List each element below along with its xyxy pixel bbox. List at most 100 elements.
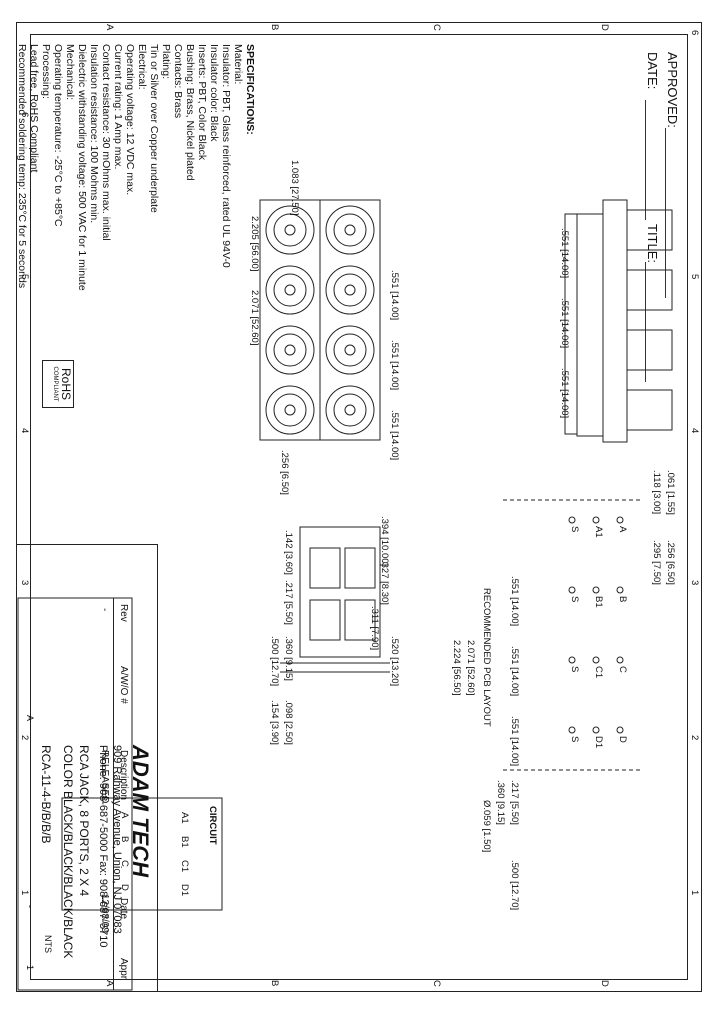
- pin-label: A: [617, 526, 628, 533]
- pcb-dim-9: .551 [14.00]: [509, 716, 520, 767]
- company-address: 909 Rahway Avenue, Union, NJ 07083: [111, 745, 123, 934]
- pcb-dim-6: 2.224 [56.50]: [451, 640, 462, 696]
- pcb-dim-7: .551 [14.00]: [509, 576, 520, 627]
- pin-label: S: [569, 526, 580, 533]
- side-dim-2: .327 [8.30]: [379, 560, 390, 605]
- front-dim-pitch-3: .551 [14.00]: [389, 410, 400, 461]
- side-dim-7: .500 [12.70]: [269, 636, 280, 687]
- side-dim-9: .098 [2.50]: [283, 700, 294, 745]
- front-dim-pitch-1: .551 [14.00]: [389, 270, 400, 321]
- jack-center: [284, 344, 296, 356]
- pin-label: D: [617, 736, 628, 743]
- pcb-dim-11: .360 [9.15]: [495, 780, 506, 825]
- pcb-dim-10: .217 [5.50]: [509, 780, 520, 825]
- pcb-layout: [500, 499, 640, 771]
- top-dim-pitch-3: .551 [14.00]: [559, 368, 570, 419]
- pcb-hole: [616, 656, 624, 664]
- jack-barrel: [626, 389, 673, 431]
- jack-ring: [333, 213, 367, 247]
- pin-label: S: [569, 666, 580, 673]
- jack-center: [284, 284, 296, 296]
- jack-barrel: [626, 209, 673, 251]
- size-box: A: [25, 715, 35, 722]
- top-dim-pitch-1: .551 [14.00]: [559, 228, 570, 279]
- circuit-label: A1: [179, 812, 190, 824]
- front-dim-pitch-total: 2.071 [52.60]: [249, 290, 260, 346]
- pcb-dim-3: .295 [7.50]: [651, 540, 662, 585]
- jack-center: [344, 284, 356, 296]
- circuit-label: C1: [179, 860, 190, 873]
- front-dim-pin: .256 [6.50]: [279, 450, 290, 495]
- jack-center: [284, 404, 296, 416]
- front-view: [259, 199, 381, 441]
- pcb-dim-2: .118 [3.00]: [651, 470, 662, 515]
- pcb-hole: [568, 726, 576, 734]
- pcb-hole: [568, 656, 576, 664]
- top-view: [564, 199, 673, 443]
- jack-outer: [325, 325, 375, 375]
- circuit-label: B1: [179, 836, 190, 848]
- front-dim-pitch-2: .551 [14.00]: [389, 340, 400, 391]
- pcb-dim-13: Ø.059 [1.50]: [481, 800, 492, 853]
- pin-label: A1: [593, 526, 604, 538]
- circuit-label: D1: [179, 884, 190, 897]
- pcb-hole: [568, 516, 576, 524]
- jack-center: [284, 224, 296, 236]
- pcb-hole: [616, 586, 624, 594]
- title-block: ADAM TECH 909 Rahway Avenue, Union, NJ 0…: [16, 544, 158, 992]
- jack-center: [344, 224, 356, 236]
- side-view: [280, 526, 390, 673]
- jack-outer: [325, 385, 375, 435]
- jack-outer: [325, 205, 375, 255]
- pin-label: S: [569, 736, 580, 743]
- jack-ring: [273, 393, 307, 427]
- side-dim-8: .520 [13.20]: [389, 636, 400, 687]
- part-description-1: RCA JACK, 8 PORTS, 2 X 4: [77, 745, 91, 897]
- pcb-hole: [592, 726, 600, 734]
- jack-ring: [333, 333, 367, 367]
- pin-label: D1: [593, 736, 604, 749]
- pcb-dim-5: 2.071 [52.60]: [465, 640, 476, 696]
- company-phone: Phone: 908-687-5000 Fax: 908-687-5710: [97, 745, 109, 948]
- side-dim-10: .154 [3.90]: [269, 700, 280, 745]
- scale-value: NTS: [43, 935, 53, 953]
- pin-label: B1: [593, 596, 604, 608]
- jack-center: [344, 404, 356, 416]
- top-dim-pitch-2: .551 [14.00]: [559, 298, 570, 349]
- jack-ring: [333, 393, 367, 427]
- pcb-hole: [592, 586, 600, 594]
- jack-outer: [265, 385, 315, 435]
- side-dim-3: .142 [3.60]: [283, 530, 294, 575]
- sheet-box: 1: [25, 965, 35, 971]
- pin-label: B: [617, 596, 628, 603]
- pcb-dim-12: .500 [12.70]: [509, 860, 520, 911]
- pin-label: S: [569, 596, 580, 603]
- jack-center: [344, 344, 356, 356]
- pin-label: C: [617, 666, 628, 673]
- pcb-dim-1: .061 [1.55]: [665, 470, 676, 515]
- jack-outer: [265, 205, 315, 255]
- jack-outer: [265, 265, 315, 315]
- pcb-title: RECOMMENDED PCB LAYOUT: [481, 588, 492, 727]
- jack-ring: [273, 213, 307, 247]
- pcb-hole: [616, 516, 624, 524]
- pcb-hole: [568, 586, 576, 594]
- pin-label: C1: [593, 666, 604, 679]
- side-dim-6: .360 [9.15]: [283, 636, 294, 681]
- front-dim-width: 2.205 [56.00]: [249, 216, 260, 272]
- jack-barrel: [626, 269, 673, 311]
- pcb-hole: [616, 726, 624, 734]
- jack-outer: [325, 265, 375, 315]
- side-dim-5: .311 [7.90]: [369, 606, 380, 651]
- circuit-title: CIRCUIT: [207, 806, 218, 845]
- part-description-2: COLOR BLACK/BLACK/BLACK/BLACK: [61, 745, 75, 959]
- revision-table-frame: [17, 597, 133, 991]
- circuit-box: [61, 797, 223, 911]
- rev-box: -: [25, 905, 35, 908]
- jack-barrel: [626, 329, 673, 371]
- pcb-hole: [592, 656, 600, 664]
- pcb-dim-4: .256 [6.50]: [665, 540, 676, 585]
- side-dim-1: .394 [10.00]: [379, 516, 390, 567]
